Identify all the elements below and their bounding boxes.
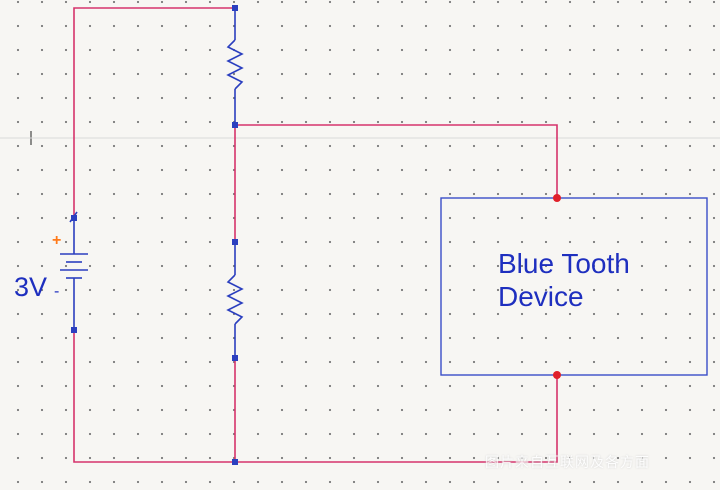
resistor-r2 — [226, 242, 244, 358]
device-pin-bottom — [553, 371, 561, 379]
watermark: 图片来自互联网及各方面 — [485, 454, 650, 470]
wire-top — [73, 7, 235, 218]
battery-minus-sign: - — [54, 283, 60, 300]
device-junctions — [553, 194, 561, 379]
battery-plus-sign: + — [52, 232, 62, 249]
resistor-r1 — [226, 8, 244, 125]
battery — [60, 211, 88, 330]
junction-bottom — [232, 459, 238, 465]
pin-r2-top — [232, 239, 238, 245]
pin-markers — [71, 5, 238, 465]
device-pin-top — [553, 194, 561, 202]
wire-bottom — [73, 330, 558, 463]
pin-r1-top — [232, 5, 238, 11]
wire-to-device-top — [235, 124, 558, 198]
pin-battery-top — [71, 215, 77, 221]
bluetooth-device-box[interactable] — [440, 197, 708, 376]
battery-voltage-label: 3V — [14, 272, 48, 302]
wires — [73, 7, 558, 463]
pin-r1-bottom — [232, 122, 238, 128]
pin-battery-bottom — [71, 327, 77, 333]
device-label: Blue Tooth Device — [498, 248, 630, 312]
pin-r2-bottom — [232, 355, 238, 361]
